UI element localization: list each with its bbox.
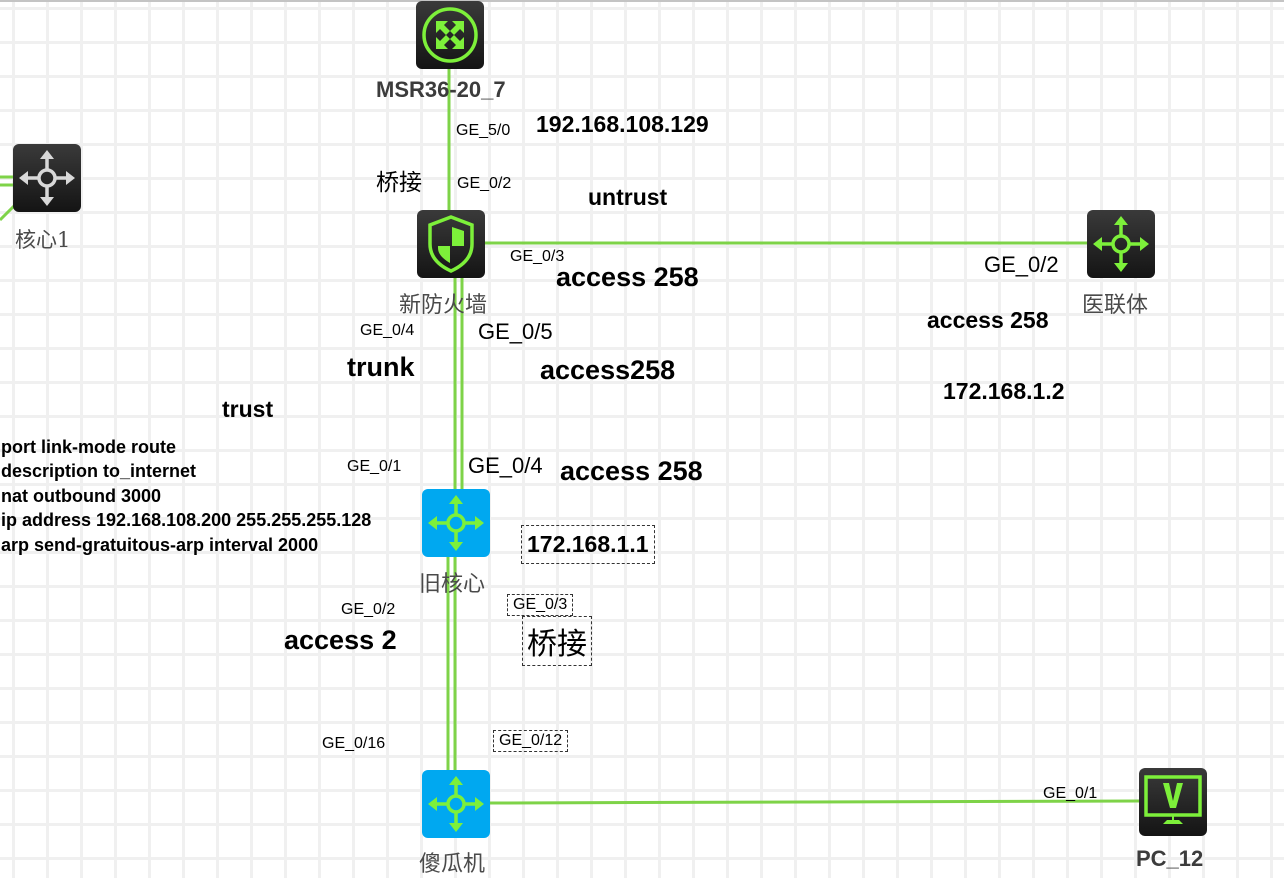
config-line: description to_internet bbox=[1, 461, 197, 482]
oldcore-device[interactable] bbox=[422, 489, 490, 557]
vlan-annotation: access 258 bbox=[927, 307, 1049, 333]
pc-device[interactable] bbox=[1139, 768, 1207, 836]
port-label: GE_0/4 bbox=[468, 453, 543, 478]
firewall-name: 新防火墙 bbox=[399, 293, 488, 318]
dumb-switch-name: 傻瓜机 bbox=[419, 852, 486, 877]
config-line: nat outbound 3000 bbox=[1, 485, 162, 506]
dumb-switch-device[interactable] bbox=[422, 770, 490, 838]
link-core1-c[interactable] bbox=[0, 204, 16, 222]
bridge-annotation: 桥接 bbox=[376, 170, 422, 196]
port-label: GE_0/5 bbox=[478, 319, 553, 344]
core1-name: 核心1 bbox=[15, 228, 71, 252]
port-label: GE_0/4 bbox=[360, 322, 415, 339]
untrust-zone-annotation: untrust bbox=[588, 184, 668, 210]
vlan-annotation: access 2 bbox=[284, 625, 397, 655]
core1-device[interactable] bbox=[13, 144, 81, 212]
port-label: GE_0/16 bbox=[322, 735, 386, 752]
oldcore-ip-annotation[interactable]: 172.168.1.1 bbox=[521, 525, 655, 564]
trust-zone-annotation: trust bbox=[222, 396, 274, 422]
firewall-device[interactable] bbox=[417, 210, 485, 278]
l3-switch-icon bbox=[1093, 216, 1149, 272]
vlan-annotation: access 258 bbox=[556, 262, 699, 292]
vlan-annotation: access258 bbox=[540, 355, 676, 385]
yiliant-name: 医联体 bbox=[1082, 293, 1149, 318]
config-line: arp send-gratuitous-arp interval 2000 bbox=[1, 534, 319, 555]
pc-monitor-icon bbox=[1144, 775, 1202, 824]
port-label[interactable]: GE_0/12 bbox=[493, 730, 569, 752]
link-dumb-pc[interactable] bbox=[488, 799, 1141, 805]
router-name: MSR36-20_7 bbox=[376, 77, 506, 102]
port-label: GE_0/2 bbox=[457, 175, 512, 192]
router-ip-annotation: 192.168.108.129 bbox=[536, 111, 709, 137]
port-label: GE_0/3 bbox=[510, 248, 565, 265]
port-label: GE_5/0 bbox=[456, 122, 511, 139]
bridge-annotation[interactable]: 桥接 bbox=[522, 616, 592, 666]
vlan-annotation: access 258 bbox=[560, 456, 703, 486]
port-label: GE_0/2 bbox=[341, 601, 396, 618]
port-label[interactable]: GE_0/3 bbox=[507, 594, 574, 616]
yiliant-ip-annotation: 172.168.1.2 bbox=[943, 378, 1065, 404]
canvas-top-border bbox=[0, 0, 1284, 2]
port-label: GE_0/1 bbox=[347, 458, 402, 475]
config-line: port link-mode route bbox=[1, 437, 176, 457]
l3-switch-icon bbox=[428, 776, 484, 832]
l3-switch-icon bbox=[428, 495, 484, 551]
oldcore-name: 旧核心 bbox=[419, 572, 486, 597]
router-device[interactable] bbox=[416, 1, 484, 69]
interface-config-block: port link-mode route description to_inte… bbox=[1, 435, 371, 557]
config-line: ip address 192.168.108.200 255.255.255.1… bbox=[1, 510, 372, 531]
yiliant-device[interactable] bbox=[1087, 210, 1155, 278]
firewall-shield-icon bbox=[428, 215, 474, 273]
port-label: GE_0/1 bbox=[1043, 785, 1098, 802]
pc-name: PC_12 bbox=[1136, 846, 1204, 871]
router-icon bbox=[422, 7, 478, 63]
port-label: GE_0/2 bbox=[984, 252, 1059, 277]
trunk-annotation: trunk bbox=[347, 352, 415, 382]
l3-switch-icon bbox=[19, 150, 75, 206]
